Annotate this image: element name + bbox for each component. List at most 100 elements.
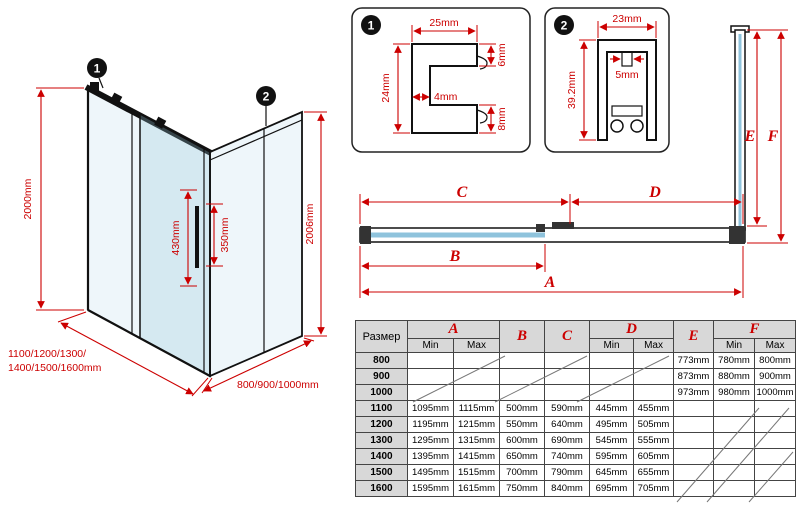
size-cell: 1300 [355,432,408,449]
value-cell [499,368,546,385]
value-cell: 455mm [633,400,675,417]
d-max-header: Max [633,338,675,353]
handle-dim-right: 350mm [219,217,231,252]
value-cell [713,480,756,497]
value-cell [452,368,501,385]
value-cell: 1515mm [452,464,501,481]
value-cell: 495mm [589,416,635,433]
value-cell [589,352,635,369]
value-cell [754,432,797,449]
value-cell [633,352,675,369]
column-header-d: D [589,320,675,339]
value-cell [754,416,797,433]
width-label-line2: 1400/1500/1600mm [8,362,102,374]
value-cell: 445mm [589,400,635,417]
roller-wheel [630,119,644,133]
value-cell: 645mm [589,464,635,481]
hanger-profile-section [597,39,657,141]
value-cell [713,432,756,449]
roller-bracket [154,116,167,129]
value-cell: 705mm [633,480,675,497]
detail-box-1: 1 25mm 24mm 6mm 8mm 4mm [351,7,531,153]
column-header-e: E [673,320,715,353]
value-cell [499,384,546,401]
value-cell [754,464,797,481]
dim-label-b: B [449,248,461,265]
column-header-f: F [713,320,797,339]
value-cell [713,448,756,465]
value-cell: 1095mm [407,400,454,417]
roller-bracket [110,92,123,105]
size-cell: 900 [355,368,408,385]
value-cell: 600mm [499,432,546,449]
value-cell: 695mm [589,480,635,497]
size-column-header: Размер [355,320,408,353]
value-cell [673,448,715,465]
value-cell: 880mm [713,368,756,385]
value-cell [673,400,715,417]
value-cell: 500mm [499,400,546,417]
value-cell: 980mm [713,384,756,401]
a-min-header: Min [407,338,454,353]
size-table: Размер A B C D E F Min Max Min Max Min M… [355,320,797,503]
size-cell: 800 [355,352,408,369]
size-cell: 1000 [355,384,408,401]
size-cell: 1500 [355,464,408,481]
detail-2-badge [554,15,574,35]
column-header-c: C [544,320,591,353]
value-cell [713,416,756,433]
roller-bracket [90,82,99,91]
value-cell: 780mm [713,352,756,369]
value-cell: 773mm [673,352,715,369]
value-cell [407,384,454,401]
callout-2-number: 2 [263,90,270,104]
a-max-header: Max [452,338,501,353]
value-cell: 1315mm [452,432,501,449]
handle-dim-left: 430mm [170,220,182,255]
value-cell: 690mm [544,432,591,449]
detail1-wall-dim: 4mm [434,91,458,103]
value-cell: 640mm [544,416,591,433]
size-table-grid: Размер A B C D E F Min Max Min Max Min M… [355,320,797,497]
value-cell: 873mm [673,368,715,385]
f-max-header: Max [754,338,797,353]
size-cell: 1200 [355,416,408,433]
value-cell [407,352,454,369]
value-cell: 605mm [633,448,675,465]
value-cell [452,384,501,401]
top-view: C D B A E F [359,25,788,298]
value-cell [452,352,501,369]
depth-label: 800/900/1000mm [237,379,319,391]
value-cell [673,464,715,481]
value-cell: 1615mm [452,480,501,497]
value-cell: 900mm [754,368,797,385]
value-cell [754,448,797,465]
callout-1-number: 1 [94,62,101,76]
dim-label-e: E [744,128,756,145]
detail-1-number: 1 [368,19,375,33]
roller-wheel [610,119,624,133]
value-cell [589,384,635,401]
detail-1-badge [361,15,381,35]
value-cell [713,464,756,481]
value-cell: 1415mm [452,448,501,465]
detail-box-2: 2 23mm 5mm 39.2mm [544,7,670,153]
value-cell [589,368,635,385]
value-cell: 1115mm [452,400,501,417]
size-cell: 1600 [355,480,408,497]
value-cell [754,400,797,417]
value-cell [673,480,715,497]
detail1-right-top-dim: 6mm [496,43,508,67]
value-cell: 550mm [499,416,546,433]
value-cell: 1000mm [754,384,797,401]
value-cell: 840mm [544,480,591,497]
